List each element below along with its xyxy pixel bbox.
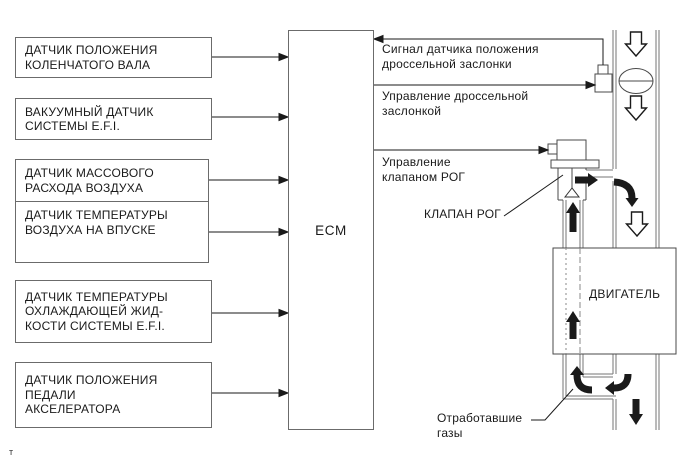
intake-duct xyxy=(612,30,660,248)
throttle-actuator xyxy=(594,64,613,93)
airflow-down-arrow-icon xyxy=(623,95,649,122)
sensor-wires xyxy=(209,52,290,398)
exhaust-down-arrow-icon xyxy=(629,399,643,425)
sensor-box-mass-airflow: ДАТЧИК МАССОВОГО РАСХОДА ВОЗДУХА xyxy=(16,160,208,202)
egr-flow-curve-down-arrow-icon xyxy=(613,178,639,207)
sensor-box-airflow-group: ДАТЧИК МАССОВОГО РАСХОДА ВОЗДУХА ДАТЧИК … xyxy=(15,159,209,263)
ecm-box: ECM xyxy=(288,30,374,430)
exhaust-gases-leader-line xyxy=(531,388,574,421)
sensor-box-crankshaft-position: ДАТЧИК ПОЛОЖЕНИЯ КОЛЕНЧАТОГО ВАЛА xyxy=(15,37,212,78)
egr-pipe xyxy=(562,169,616,400)
exhaust-recirculation-up-arrow-icon xyxy=(570,366,593,394)
airflow-arrows xyxy=(623,31,650,238)
wire-mass-airflow-sensor xyxy=(209,175,290,185)
wire-coolant-temp-sensor xyxy=(212,308,290,318)
egr-flow-arrows xyxy=(566,173,643,425)
wire-intake-air-temp-sensor xyxy=(209,227,290,237)
wire-throttle-control xyxy=(374,80,597,90)
egr-flow-up-arrow-icon xyxy=(566,311,580,339)
airflow-down-arrow-icon xyxy=(624,211,650,238)
wire-accel-pedal-sensor xyxy=(212,388,290,398)
label-throttle-control: Управление дроссельной заслонкой xyxy=(382,89,529,118)
sensor-box-coolant-temp: ДАТЧИК ТЕМПЕРАТУРЫ ОХЛАЖДАЮЩЕЙ ЖИД- КОСТ… xyxy=(15,280,212,343)
label-egr-valve-control: Управление клапаном РОГ xyxy=(382,155,466,184)
wire-crankshaft-sensor xyxy=(212,52,290,62)
exhaust-duct xyxy=(612,354,660,430)
label-egr-valve: КЛАПАН РОГ xyxy=(424,207,501,221)
egr-flow-right-arrow-icon xyxy=(575,173,598,187)
egr-flow-up-arrow-icon xyxy=(566,202,580,232)
exhaust-branch-left-arrow-icon xyxy=(605,373,632,395)
sensor-box-accel-pedal: ДАТЧИК ПОЛОЖЕНИЯ ПЕДАЛИ АКСЕЛЕРАТОРА xyxy=(15,362,212,428)
airflow-down-arrow-icon xyxy=(623,31,649,58)
wire-egr-valve-control xyxy=(374,145,550,155)
label-exhaust-gases: Отработавшие газы xyxy=(437,411,523,440)
egr-valve-poppet-icon xyxy=(563,187,581,198)
wire-vacuum-sensor xyxy=(212,112,290,122)
sensor-box-vacuum-efi: ВАКУУМНЫЙ ДАТЧИК СИСТЕМЫ E.F.I. xyxy=(15,98,212,140)
label-throttle-position-signal: Сигнал датчика положения дроссельной зас… xyxy=(382,42,539,71)
control-wires xyxy=(372,34,604,155)
egr-valve-assembly xyxy=(547,139,600,201)
wire-throttle-position-signal xyxy=(372,34,604,65)
leader-lines xyxy=(503,174,574,421)
sensor-box-intake-air-temp: ДАТЧИК ТЕМПЕРАТУРЫ ВОЗДУХА НА ВПУСКЕ xyxy=(25,208,168,237)
label-engine: ДВИГАТЕЛЬ xyxy=(589,287,661,301)
egr-valve-leader-line xyxy=(503,174,564,217)
corner-mark: т xyxy=(9,447,14,457)
ecm-label: ECM xyxy=(315,222,347,238)
throttle-valve-plate xyxy=(618,68,654,94)
